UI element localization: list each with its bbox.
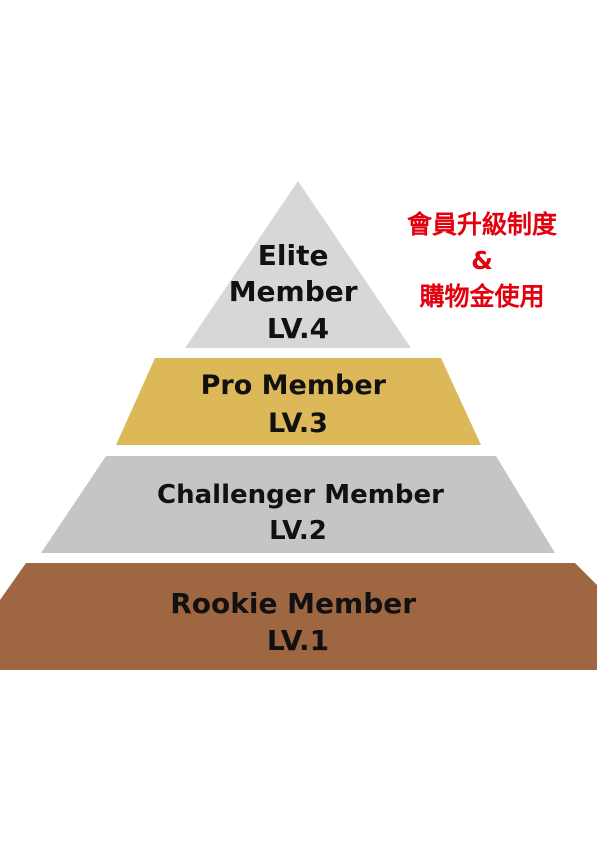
tier-challenger-level: LV.2 [269,516,327,546]
svg-text:Elite Member LV.4: Elite Member LV.4 [229,239,368,345]
tier-elite: Elite Member LV.4 [185,181,411,348]
tier-rookie: Rookie Member LV.1 [0,563,597,670]
tier-challenger: Challenger Member LV.2 [41,456,555,553]
tier-rookie-shape [0,563,597,670]
caption-line2: & [471,246,493,275]
tier-elite-shape [185,181,411,348]
svg-text:Challenger Member LV.2: Challenger Member LV.2 [157,480,453,546]
caption-line3: 購物金使用 [419,282,545,311]
tier-rookie-label: Rookie Member [170,587,416,620]
tier-pro-label: Pro Member [201,370,387,401]
caption-line1: 會員升級制度 [406,210,557,239]
tier-pro-shape [116,358,481,445]
svg-text:Pro Member LV.3: Pro Member LV.3 [201,370,396,439]
tier-challenger-shape [41,456,555,553]
tier-rookie-level: LV.1 [267,624,329,657]
tier-challenger-label: Challenger Member [157,480,444,510]
tier-elite-label-line1: Elite [258,239,329,272]
promo-caption: 會員升級制度 & 購物金使用 [382,207,582,315]
tier-elite-level: LV.4 [267,312,329,345]
tier-pro-level: LV.3 [268,408,328,439]
tier-elite-label-line2: Member [229,275,358,308]
tier-pro: Pro Member LV.3 [116,358,481,445]
svg-text:Rookie Member LV.1: Rookie Member LV.1 [170,587,426,657]
